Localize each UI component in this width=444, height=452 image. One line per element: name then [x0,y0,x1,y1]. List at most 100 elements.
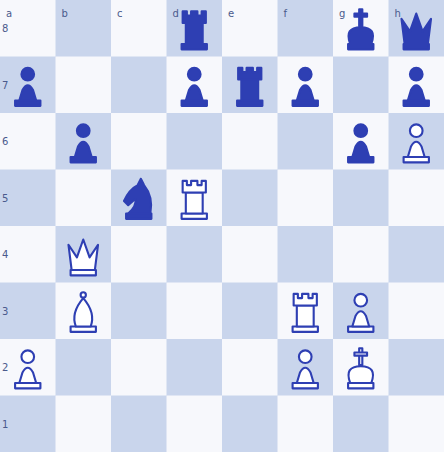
board-square [222,396,278,452]
chess-piece [15,68,40,106]
chess-piece [293,350,318,388]
board-square [222,283,278,340]
piece-part [74,298,92,326]
chess-piece [124,179,151,219]
coordinate-holder: 7 [2,75,8,93]
board-square [56,0,112,57]
board-square [0,0,56,57]
piece-part [294,294,317,306]
piece-part [183,181,206,193]
piece-part [186,192,203,213]
chess-piece [293,68,318,106]
board-square [278,283,334,340]
board-square [111,0,167,57]
board-square [389,57,444,114]
piece-part [352,311,369,326]
piece-part [21,68,34,81]
piece-part [348,27,373,44]
pieces [15,9,431,388]
piece-part [21,350,34,363]
board-square [222,0,278,57]
coordinate-holder: h [395,3,401,21]
piece-part [19,368,36,383]
chess-piece [404,124,429,162]
board-square [333,283,389,340]
coordinate-holder: 5 [2,188,8,206]
chess-piece [182,11,207,49]
piece-part [408,142,425,157]
board-square [167,396,223,452]
board-square [167,283,223,340]
piece-part [354,124,367,137]
piece-part [297,85,314,100]
board-square [278,57,334,114]
board-square [167,170,223,227]
board-square [333,57,389,114]
board-square [0,226,56,283]
piece-part [75,142,92,157]
piece-part [297,305,314,326]
coordinate-holder: 6 [2,131,8,149]
board-square [333,113,389,170]
board-square [111,57,167,114]
chess-piece [293,294,318,332]
board-square [278,113,334,170]
board-square [111,283,167,340]
piece-part [81,292,86,297]
chess-piece [182,68,207,106]
file-label: c [117,8,123,19]
piece-part [299,350,312,363]
board-square [111,226,167,283]
rank-label: 1 [2,419,8,430]
file-label: b [62,8,68,19]
chess-piece [348,348,373,388]
board-square [56,339,112,396]
piece-part [124,179,151,214]
coordinate-holder: 1 [2,414,8,432]
board-square [56,396,112,452]
piece-part [77,124,90,137]
board-square [222,339,278,396]
rank-label: 2 [2,362,8,373]
piece-part [297,368,314,383]
board-square [111,339,167,396]
file-label: a [6,8,12,19]
board-square [389,396,444,452]
board-square [167,57,223,114]
board-square [56,113,112,170]
file-label: e [228,8,234,19]
piece-part [410,124,423,137]
board-square [0,113,56,170]
chess-piece [348,294,373,332]
board-square [389,113,444,170]
board-square [222,113,278,170]
chess-piece [237,68,262,106]
chess-piece [404,68,429,106]
board-square [0,339,56,396]
piece-part [359,348,362,365]
board-square [222,170,278,227]
piece-part [188,68,201,81]
board-square [389,170,444,227]
rank-label: 4 [2,249,8,260]
rank-label: 8 [2,23,8,34]
coordinate-holder: b [62,3,68,21]
chess-piece [182,181,207,219]
board-square [389,226,444,283]
board-square [56,57,112,114]
board-square [0,283,56,340]
piece-part [183,11,206,23]
board-square [111,113,167,170]
chess-piece [348,9,373,49]
board-square [333,0,389,57]
file-label: h [395,8,401,19]
board-square [389,0,444,57]
board-square [56,283,112,340]
board-square [167,113,223,170]
piece-part [238,68,261,80]
board-square [278,339,334,396]
piece-part [241,79,258,100]
board-square [333,339,389,396]
